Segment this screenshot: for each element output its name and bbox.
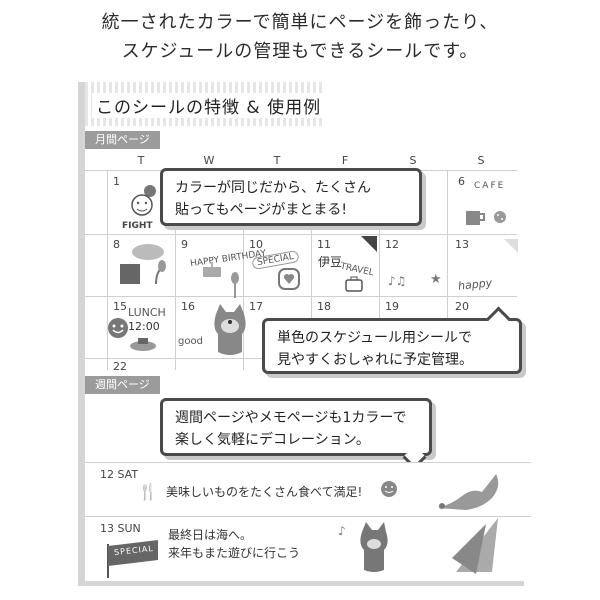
date-number: 13 <box>455 238 469 251</box>
week-row-sunday <box>85 516 531 581</box>
date-number: 15 <box>113 300 127 313</box>
date-number: 18 <box>317 300 331 313</box>
corner-tab-icon <box>361 236 377 256</box>
music-note-icon: ♪ <box>338 524 346 538</box>
date-number: 10 <box>249 238 263 251</box>
date-number: 12 <box>385 238 399 251</box>
bubble-line: カラーが同じだから、たくさん <box>175 180 371 196</box>
shiba-dog-icon <box>356 522 392 578</box>
leaf-icon <box>226 272 244 304</box>
sat-label: 12 SAT <box>100 468 139 481</box>
bubble-weekly-note: 週間ページやメモページも1カラーで 楽しく気軽にデコレーション。 <box>160 398 432 456</box>
weekday-header: S <box>409 154 417 167</box>
date-number: 19 <box>385 300 399 313</box>
intro-text: 統一されたカラーで簡単にページを飾ったり、 スケジュールの管理もできるシールです… <box>0 8 600 66</box>
weekday-header: W <box>203 154 215 167</box>
squirrel-icon <box>432 468 502 522</box>
smile-icon <box>380 480 398 502</box>
sailboat-icon <box>446 518 504 580</box>
bubble-line: 週間ページやメモページも1カラーで <box>175 410 407 426</box>
weekday-header: S <box>477 154 485 167</box>
cafe-sticker: CAFE <box>474 181 506 191</box>
weekday-header: T <box>137 154 145 167</box>
izu-text: 伊豆 <box>318 255 343 269</box>
fight-sticker: FIGHT <box>122 221 153 231</box>
sun-entry-line-2: 来年もまた遊びに行こう <box>168 546 301 560</box>
star-icon: ★ <box>430 272 442 287</box>
bubble-monthly-note: カラーが同じだから、たくさん 貼ってもページがまとまる! <box>160 168 422 226</box>
date-number: 17 <box>249 300 263 313</box>
monthly-page-tab: 月間ページ <box>85 131 160 149</box>
smile-face-icon <box>106 316 130 344</box>
weekday-header: T <box>273 154 281 167</box>
bubble-line: 単色のスケジュール用シールで <box>277 330 473 346</box>
sun-label: 13 SUN <box>100 522 141 535</box>
bubble-schedule-note: 単色のスケジュール用シールで 見やすくおしゃれに予定管理。 <box>262 318 522 374</box>
bubble-line: 楽しく気軽にデコレーション。 <box>175 432 370 448</box>
intro-line-2: スケジュールの管理もできるシールです。 <box>121 41 479 62</box>
weekday-header: F <box>341 154 349 167</box>
bubble-line: 貼ってもページがまとまる! <box>175 202 347 218</box>
date-number: 11 <box>317 238 331 251</box>
bubble-line: 見やすくおしゃれに予定管理。 <box>277 352 473 368</box>
date-number: 20 <box>455 300 469 313</box>
dog-icon <box>206 302 252 362</box>
section-title: このシールの特徴 & 使用例 <box>92 93 326 118</box>
date-number: 22 <box>113 360 127 373</box>
lunch-plate-icon <box>128 336 158 356</box>
sun-entry-line-1: 最終日は海へ。 <box>168 528 253 542</box>
good-sticker: good <box>178 336 203 347</box>
intro-line-1: 統一されたカラーで簡単にページを飾ったり、 <box>101 12 499 33</box>
cafe-cup-icon <box>462 205 512 233</box>
lunch-sticker: LUNCH <box>128 306 166 319</box>
special-flag-icon <box>104 540 162 584</box>
cake-icon <box>200 262 224 282</box>
date-number: 16 <box>181 300 195 313</box>
bread-plant-sticker <box>116 242 170 292</box>
sat-entry-text: 美味しいものをたくさん食べて満足! <box>166 485 363 499</box>
triangle-flag-icon <box>504 238 518 257</box>
music-note-icon: ♪♫ <box>388 274 407 288</box>
heart-badge-icon <box>278 268 300 294</box>
date-number: 1 <box>113 175 120 188</box>
weekly-page-tab: 週間ページ <box>85 376 160 394</box>
date-number: 6 <box>458 175 465 188</box>
speech-face-sticker <box>128 185 168 223</box>
lunch-time-text: 12:00 <box>128 320 160 333</box>
suitcase-icon <box>344 276 364 296</box>
date-number: 9 <box>181 238 188 251</box>
date-number: 8 <box>113 238 120 251</box>
fork-knife-icon: 🍴 <box>138 482 158 501</box>
